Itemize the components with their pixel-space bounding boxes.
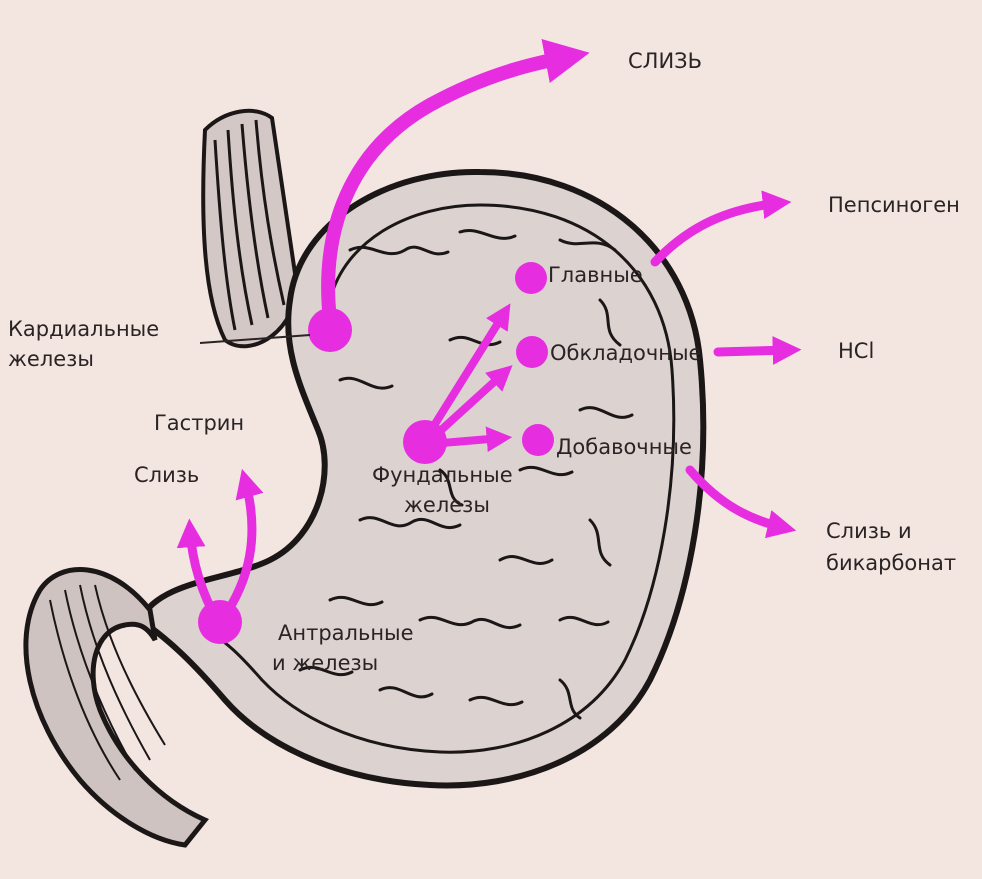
hcl-label: HCl (838, 339, 874, 363)
chief-cell-node (515, 262, 547, 294)
pepsinogen-label: Пепсиноген (828, 193, 960, 217)
chief-label: Главные (548, 263, 643, 287)
mucus-bicarb-label-line2: бикарбонат (826, 551, 956, 575)
antral-label-line1: Антральные (278, 621, 414, 645)
fundic-gland-node (403, 420, 447, 464)
fundic-label-line2: железы (404, 493, 490, 517)
stomach-illustration (26, 111, 703, 845)
parietal-label: Обкладочные (550, 341, 701, 365)
parietal-cell-node (516, 336, 548, 368)
mucus-top-label: СЛИЗЬ (628, 49, 702, 73)
accessory-cell-node (522, 424, 554, 456)
accessory-label: Добавочные (556, 435, 692, 459)
antral-gland-node (198, 600, 242, 644)
cardiac-label-line2: железы (8, 347, 94, 371)
gastrin-label: Гастрин (154, 411, 244, 435)
antral-label-line2: и железы (272, 651, 378, 675)
arrow-parietal-to-hcl (718, 350, 790, 352)
mucus-bicarb-label-line1: Слизь и (826, 519, 912, 543)
mucus-left-label: Слизь (134, 463, 199, 487)
cardiac-gland-node (308, 308, 352, 352)
arrow-chief-to-pepsinogen (655, 203, 780, 262)
cardiac-label-line1: Кардиальные (8, 317, 159, 341)
fundic-label-line1: Фундальные (372, 463, 513, 487)
